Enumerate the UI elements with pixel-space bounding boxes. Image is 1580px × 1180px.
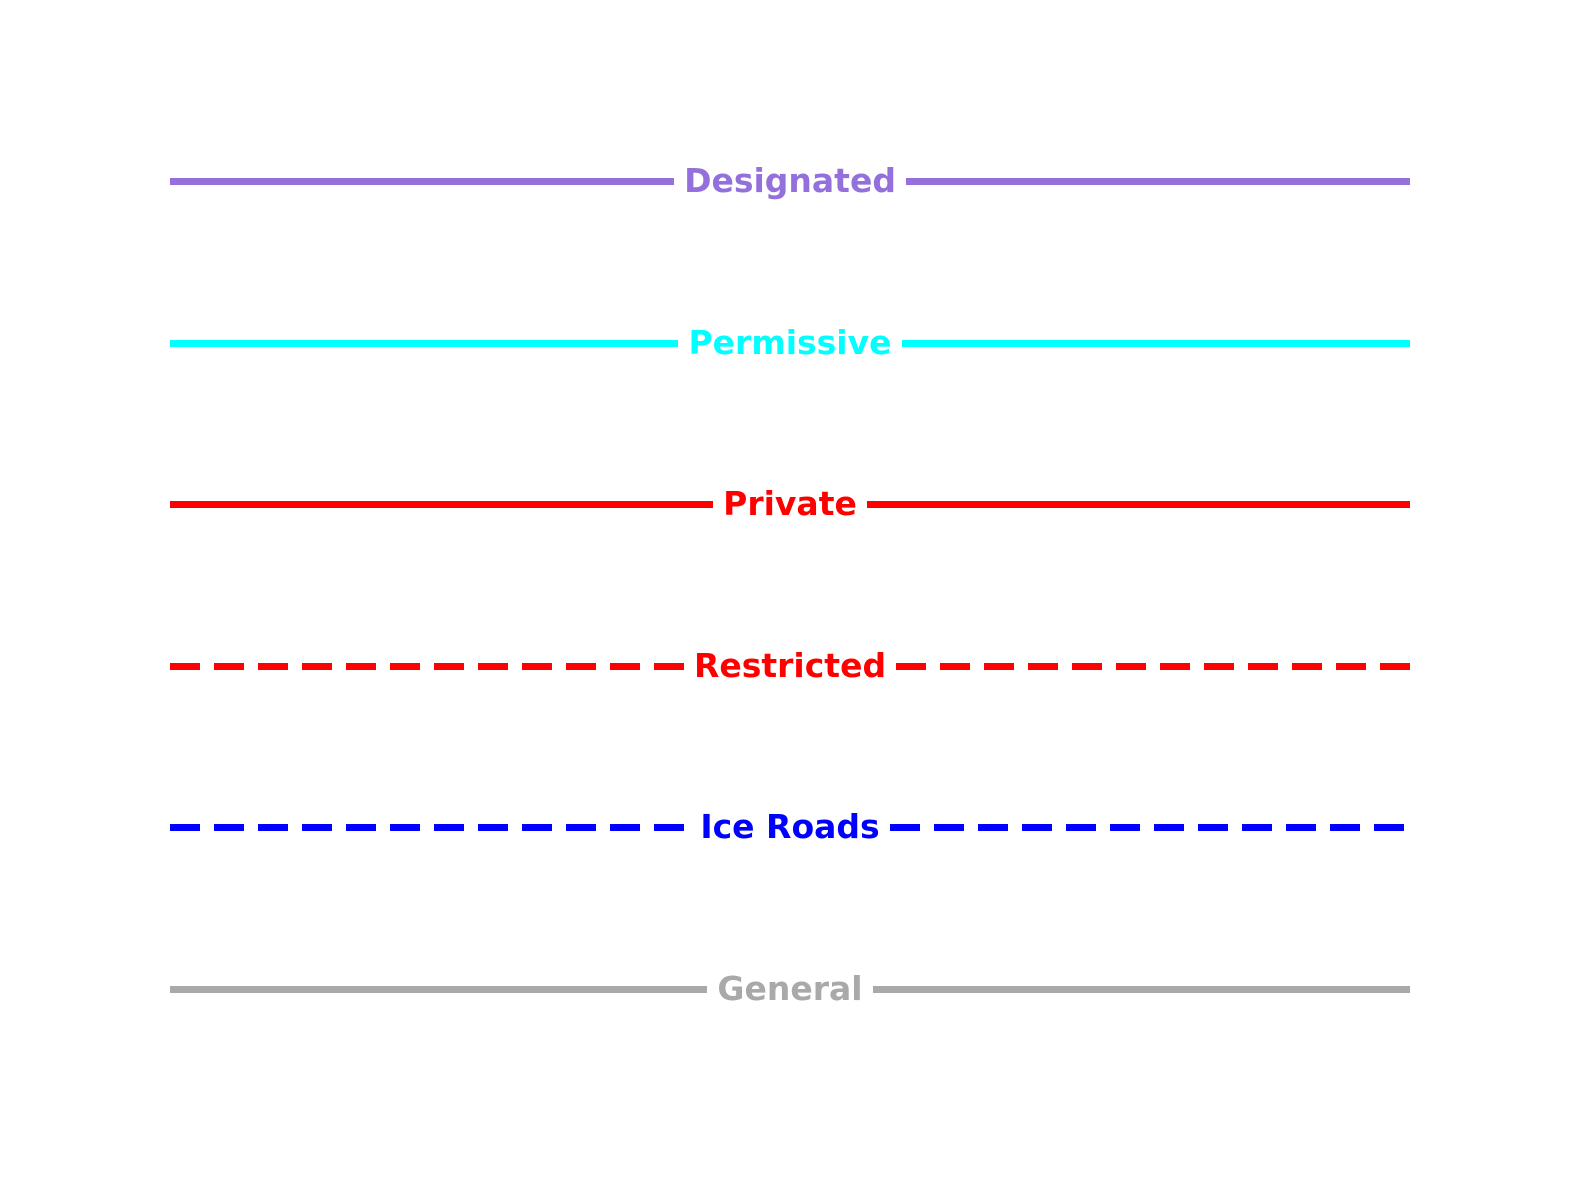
line-right-segment (901, 339, 1410, 347)
line-right-segment (905, 177, 1411, 185)
line-label-general: General (717, 969, 863, 1008)
line-right-segment (889, 823, 1411, 831)
line-label-ice-roads: Ice Roads (700, 807, 880, 846)
legend-row-designated: Designated (170, 159, 1411, 203)
line-right-segment (896, 662, 1411, 670)
line-left-segment (170, 662, 684, 670)
legend-row-permissive: Permissive (170, 321, 1410, 365)
line-right-segment (866, 500, 1410, 508)
line-left-segment (170, 823, 691, 831)
line-left-segment (170, 339, 679, 347)
legend-row-private: Private (170, 482, 1410, 526)
legend-row-restricted: Restricted (170, 644, 1411, 688)
line-left-segment (170, 985, 708, 993)
line-label-designated: Designated (684, 161, 896, 200)
line-label-private: Private (723, 484, 857, 523)
legend-row-ice-roads: Ice Roads (170, 805, 1411, 849)
line-right-segment (872, 985, 1411, 993)
line-left-segment (170, 177, 675, 185)
legend-row-general: General (170, 967, 1411, 1011)
line-left-segment (170, 500, 714, 508)
line-label-restricted: Restricted (693, 646, 887, 685)
line-label-permissive: Permissive (688, 323, 892, 362)
